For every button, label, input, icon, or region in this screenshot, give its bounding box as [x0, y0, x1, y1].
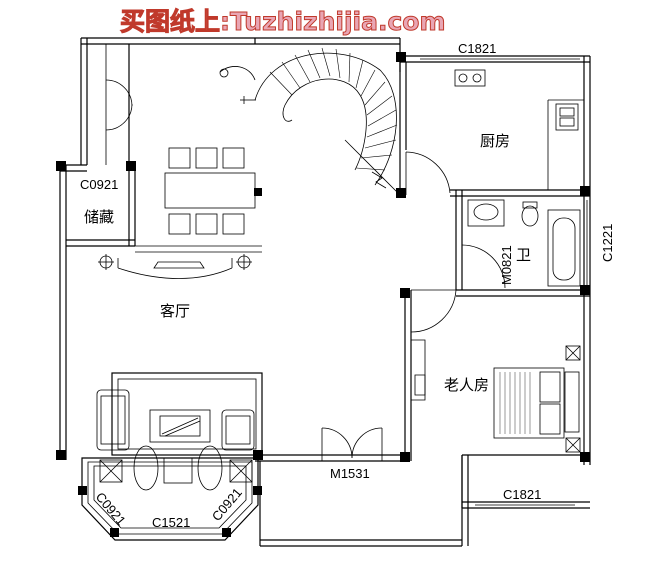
watermark: 买图纸上:Tuzhizhijia.com — [120, 7, 446, 36]
window-label-storage: C0921 — [80, 177, 118, 192]
room-label-living: 客厅 — [160, 302, 190, 320]
kitchen-fixtures — [454, 69, 584, 190]
exterior-walls — [59, 37, 591, 547]
sofa-set — [96, 372, 263, 491]
room-label-elder-bedroom: 老人房 — [444, 376, 489, 394]
spiral-staircase — [219, 47, 401, 196]
door-label-main: M1531 — [330, 466, 370, 481]
bathroom-fixtures — [467, 199, 581, 287]
window-label-bay-right: C0921 — [209, 485, 245, 524]
room-label-bath: 卫 — [516, 246, 531, 264]
divider-console — [98, 254, 252, 279]
interior-walls — [60, 44, 590, 461]
window-label-kitchen: C1821 — [458, 41, 496, 56]
dining-set — [135, 147, 262, 253]
room-label-storage: 储藏 — [84, 208, 114, 226]
bedroom-furniture — [411, 339, 581, 453]
window-label-bath: C1221 — [600, 224, 615, 262]
door-label-bath: M0821 — [499, 245, 514, 285]
room-label-kitchen: 厨房 — [480, 132, 510, 150]
window-label-bay-front: C1521 — [152, 515, 190, 530]
window-label-bedroom: C1821 — [503, 487, 541, 502]
